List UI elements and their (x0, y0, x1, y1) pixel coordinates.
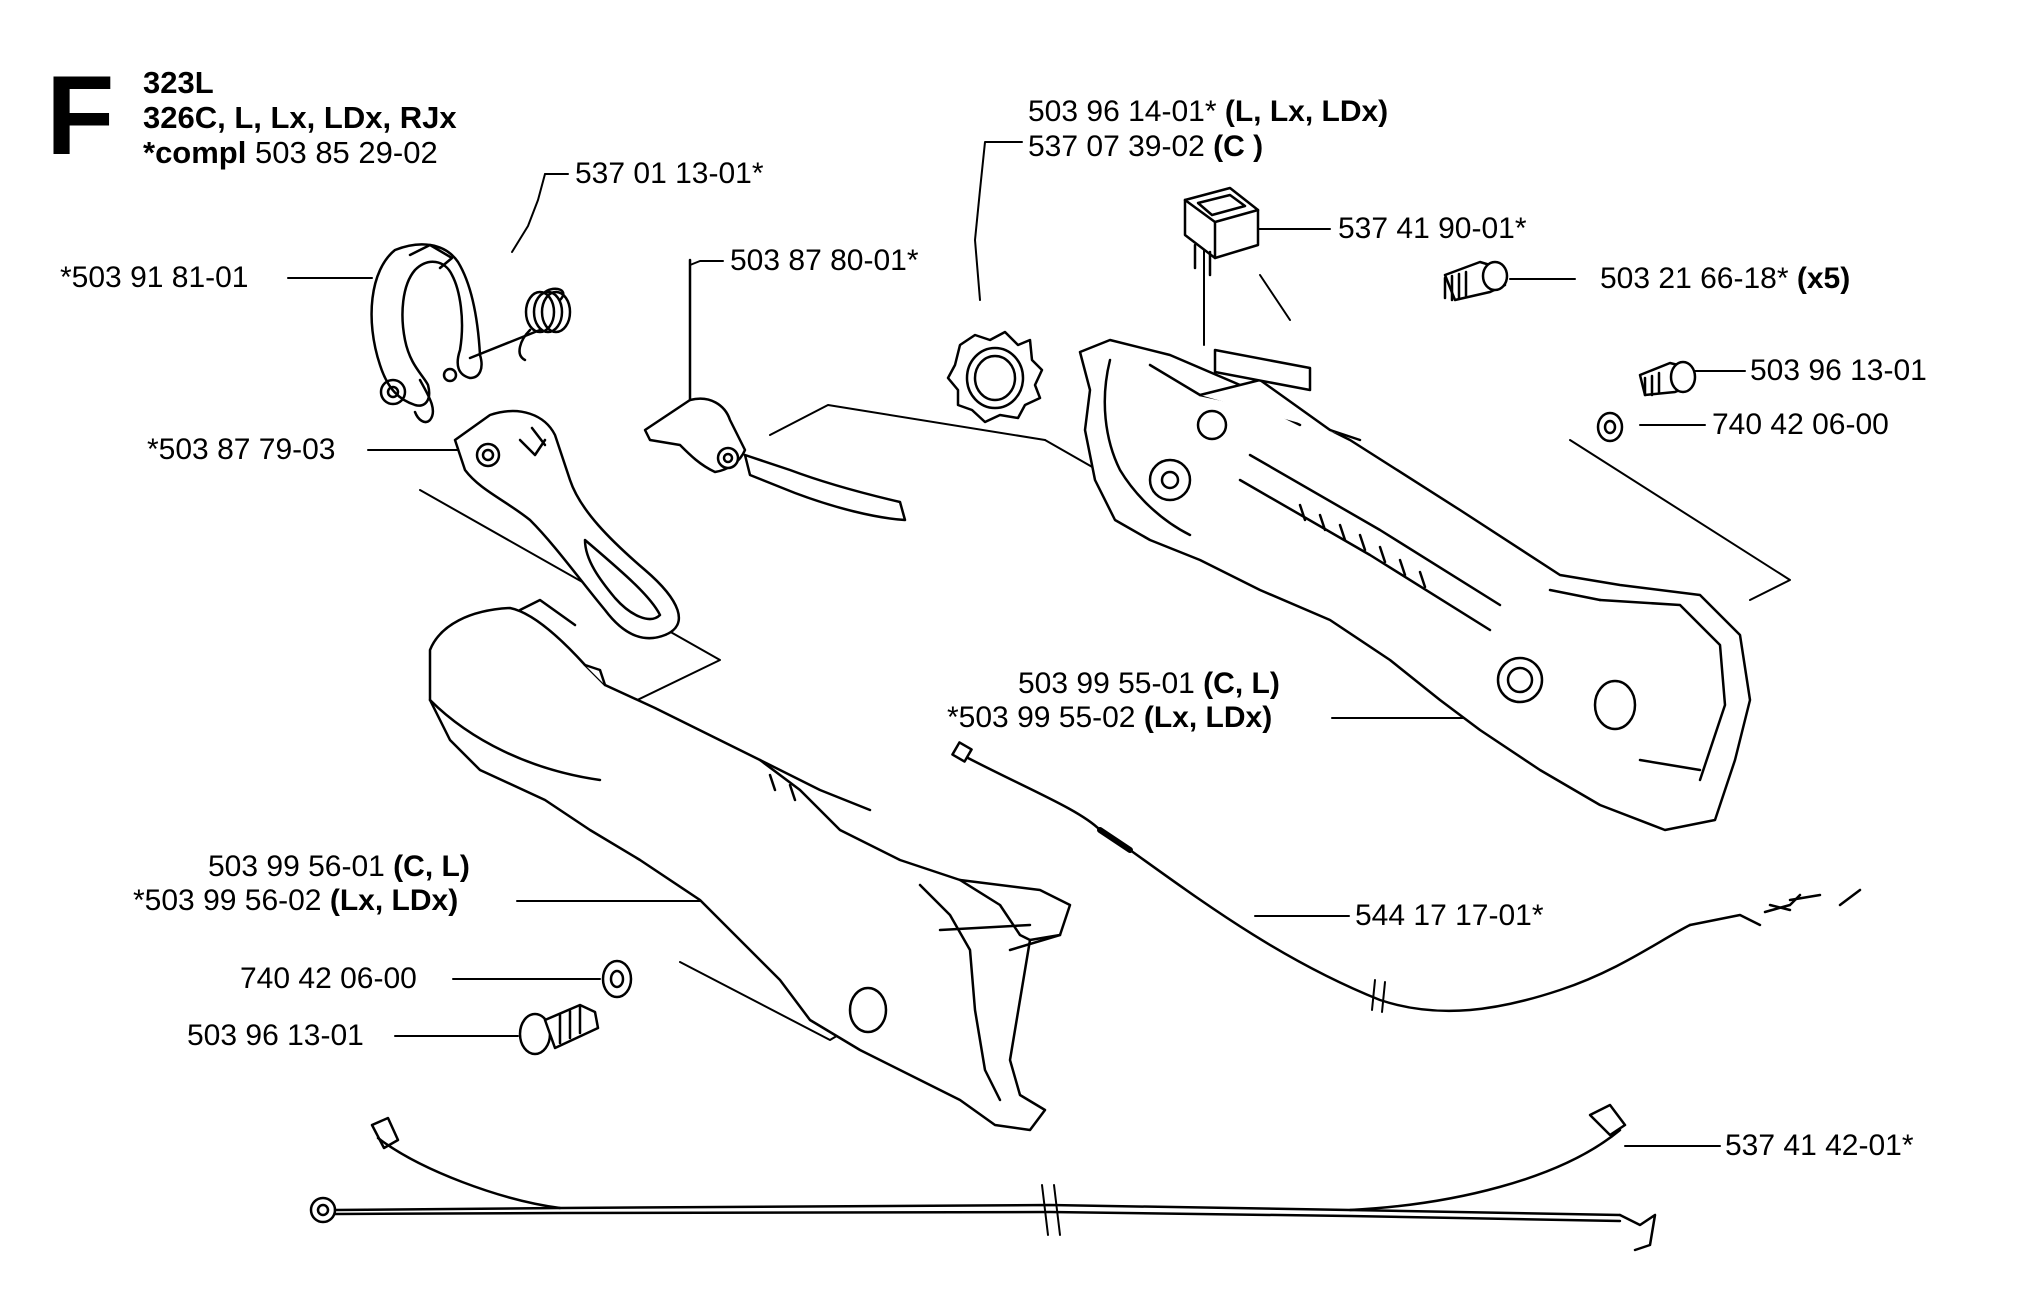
callout-503-91-81-01: *503 91 81-01 (60, 261, 249, 295)
section-letter: F (46, 53, 115, 178)
compl-prefix: *compl (143, 135, 247, 170)
part-number: 537 41 42-01* (1725, 1129, 1914, 1162)
screw-left (518, 1003, 600, 1056)
callout-503-99-55-01: 503 99 55-01 (C, L) (1018, 667, 1280, 701)
throttle-lock-lever (643, 258, 907, 522)
callout-503-87-79-03: *503 87 79-03 (147, 433, 336, 467)
variants-line: 326C, L, Lx, LDx, RJx (143, 100, 457, 135)
part-number: 503 99 55-01 (1018, 667, 1195, 700)
part-number: 537 41 90-01* (1338, 212, 1527, 245)
part-number: 503 87 80-01* (730, 244, 919, 277)
callout-503-99-56-01: 503 99 56-01 (C, L) (208, 850, 470, 884)
callout-503-99-55-02: *503 99 55-02 (Lx, LDx) (947, 701, 1272, 735)
part-number: 537 07 39-02 (1028, 130, 1205, 163)
callout-503-96-13-01-right: 503 96 13-01 (1750, 354, 1927, 388)
callout-537-41-90-01: 537 41 90-01* (1338, 212, 1527, 246)
variant-note: (C, L) (1203, 667, 1280, 700)
throttle-cable (951, 741, 1862, 1013)
variant-note: (x5) (1796, 262, 1851, 295)
screw (1443, 260, 1509, 302)
callout-503-21-66-18: 503 21 66-18* (x5) (1600, 262, 1850, 296)
variant-note: (Lx, LDx) (1143, 701, 1273, 734)
variant-note: (Lx, LDx) (329, 884, 459, 917)
washer-left (601, 959, 633, 999)
handle-housing-right (1078, 338, 1752, 832)
complete-assembly-line: *compl 503 85 29-02 (143, 136, 438, 170)
part-number: 544 17 17-01* (1355, 899, 1544, 932)
callout-503-96-13-01-left: 503 96 13-01 (187, 1019, 364, 1053)
retaining-nut (946, 330, 1044, 424)
compl-number: 503 85 29-02 (254, 135, 438, 170)
model-line: 323L (143, 65, 214, 100)
throttle-trigger (453, 409, 681, 640)
torsion-spring (468, 287, 572, 362)
part-number: 740 42 06-00 (240, 962, 417, 995)
callout-537-41-42-01: 537 41 42-01* (1725, 1129, 1914, 1163)
callout-740-42-06-00-right: 740 42 06-00 (1712, 408, 1889, 442)
part-number: 537 01 13-01* (575, 157, 764, 190)
part-number: *503 87 79-03 (147, 433, 336, 466)
screw-right (1638, 360, 1697, 397)
part-number: 740 42 06-00 (1712, 408, 1889, 441)
callout-544-17-17-01: 544 17 17-01* (1355, 899, 1544, 933)
callout-537-07-39-02: 537 07 39-02 (C ) (1028, 130, 1263, 164)
wire-harness (309, 1103, 1657, 1252)
callout-740-42-06-00-left: 740 42 06-00 (240, 962, 417, 996)
handle-grip (428, 598, 1072, 1132)
callout-537-01-13-01: 537 01 13-01* (575, 157, 764, 191)
part-number: *503 99 55-02 (947, 701, 1136, 734)
part-number: 503 21 66-18* (1600, 262, 1789, 295)
callout-503-99-56-02: *503 99 56-02 (Lx, LDx) (133, 884, 458, 918)
variant-note: (C ) (1213, 130, 1264, 163)
variant-note: (L, Lx, LDx) (1224, 95, 1389, 128)
part-number: *503 91 81-01 (60, 261, 249, 294)
variant-note: (C, L) (393, 850, 470, 883)
part-number: 503 96 13-01 (187, 1019, 364, 1052)
part-number: *503 99 56-02 (133, 884, 322, 917)
part-number: 503 96 13-01 (1750, 354, 1927, 387)
part-number: 503 99 56-01 (208, 850, 385, 883)
washer-right (1596, 411, 1624, 443)
stop-switch (1183, 186, 1260, 277)
callout-503-87-80-01: 503 87 80-01* (730, 244, 919, 278)
pivot-bracket (370, 243, 483, 424)
callout-503-96-14-01: 503 96 14-01* (L, Lx, LDx) (1028, 95, 1388, 129)
part-number: 503 96 14-01* (1028, 95, 1217, 128)
